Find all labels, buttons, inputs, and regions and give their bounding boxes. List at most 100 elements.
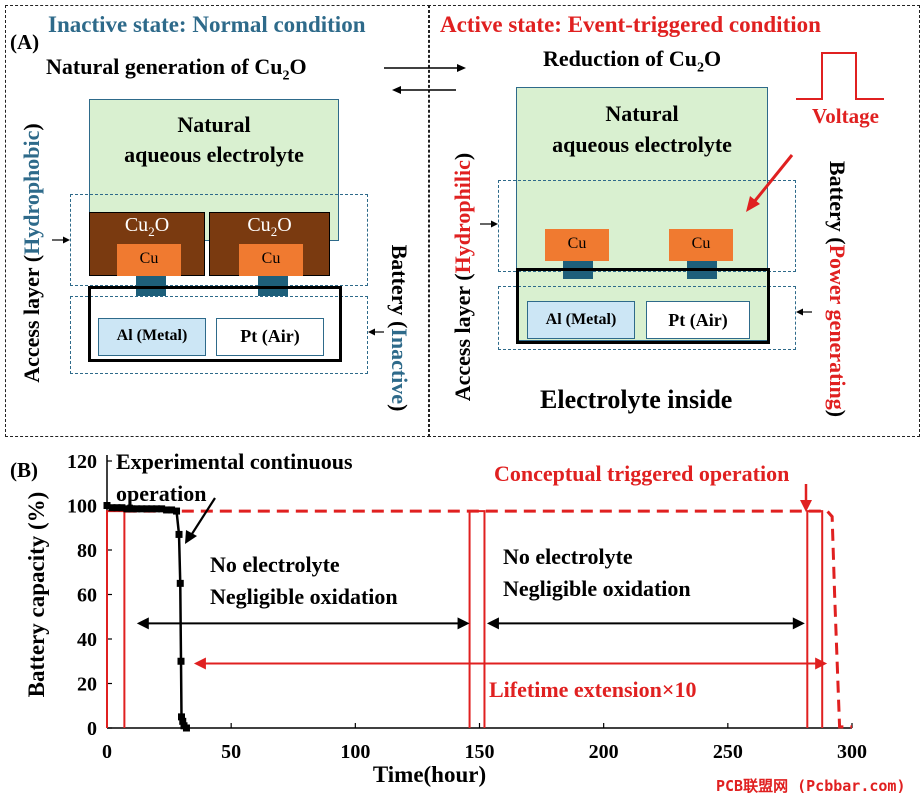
active-anode xyxy=(527,301,635,339)
series-experimental-point xyxy=(168,506,176,514)
annotation-conceptual: Conceptual triggered operation xyxy=(494,461,790,486)
annotation-no-electrolyte-2: No electrolyte xyxy=(503,544,633,569)
voltage-label: Voltage xyxy=(812,104,879,128)
cu2o-label-right: Cu2O xyxy=(247,214,292,239)
annotation-oxidation-2: Negligible oxidation xyxy=(503,576,691,601)
inactive-anode-label: Al (Metal) xyxy=(116,327,188,344)
no-electrolyte-span-1-head-left xyxy=(136,617,149,630)
series-experimental-point xyxy=(158,505,166,513)
x-tick-label: 250 xyxy=(713,741,743,763)
active-electrolyte xyxy=(516,87,768,341)
inactive-battery-body xyxy=(88,286,342,362)
experimental-callout-line xyxy=(189,497,216,538)
active-battery-frame xyxy=(498,286,796,350)
annotation-lifetime: Lifetime extension×10 xyxy=(489,677,697,702)
y-tick-label: 20 xyxy=(77,674,97,696)
series-experimental-point xyxy=(176,579,184,587)
series-experimental-point xyxy=(118,504,126,512)
series-experimental-point xyxy=(182,724,190,732)
x-tick-label: 150 xyxy=(465,741,495,763)
inactive-cathode-label: Pt (Air) xyxy=(240,326,300,346)
x-tick-label: 100 xyxy=(340,741,370,763)
active-arrows xyxy=(480,154,812,316)
series-experimental-point xyxy=(178,713,185,721)
series-experimental-point xyxy=(133,505,141,513)
inactive-cathode xyxy=(216,318,324,356)
series-conceptual-line xyxy=(106,504,852,729)
trigger-pulse xyxy=(806,510,824,728)
inactive-access-layer-frame xyxy=(70,194,368,286)
active-cathode-label: Pt (Air) xyxy=(668,310,728,330)
series-experimental-point xyxy=(173,507,181,515)
x-tick-label: 300 xyxy=(837,741,867,763)
active-bottom-label: Electrolyte inside xyxy=(540,385,733,414)
y-tick-label: 0 xyxy=(87,718,97,740)
lifetime-span-head-right xyxy=(815,657,828,670)
watermark: PCB联盟网 (Pcbbar.com) xyxy=(716,777,906,795)
inactive-title: Inactive state: Normal condition xyxy=(48,12,366,37)
cu-electrode-right xyxy=(239,244,303,276)
trigger-pulse xyxy=(468,510,486,728)
no-electrolyte-span-1-head-right xyxy=(457,617,470,630)
annotation-experimental-2: operation xyxy=(116,481,207,506)
x-tick-label: 200 xyxy=(589,741,619,763)
y-tick-label: 120 xyxy=(67,451,97,473)
y-tick-label: 60 xyxy=(77,585,97,607)
series-experimental-point xyxy=(153,505,161,513)
cu2o-label-left: Cu2O xyxy=(124,214,170,239)
x-axis-label: Time(hour) xyxy=(373,762,486,787)
series-experimental-point xyxy=(179,717,187,725)
series-experimental-line xyxy=(106,504,188,729)
series-experimental-point xyxy=(123,505,131,513)
series-experimental-point xyxy=(143,505,151,513)
active-electrolyte-label-1: Natural xyxy=(605,101,679,126)
active-access-layer-label: Access layer (Hydrophilic) xyxy=(450,152,475,402)
active-subtitle: Reduction of Cu2O xyxy=(543,46,722,76)
active-cathode xyxy=(646,301,750,339)
active-electrolyte-label-2: aqueous electrolyte xyxy=(552,132,732,157)
annotation-no-electrolyte-1: No electrolyte xyxy=(210,552,340,577)
panel-b-label: (B) xyxy=(10,458,38,482)
experimental-callout-head xyxy=(185,530,197,544)
active-cu-label-left: Cu xyxy=(567,235,587,252)
conceptual-callout-head xyxy=(800,500,812,512)
y-tick-label: 100 xyxy=(67,496,97,518)
active-battery-body xyxy=(516,268,770,344)
inactive-small-arrows xyxy=(52,236,384,336)
no-electrolyte-span-2-head-left xyxy=(486,617,499,630)
series-experimental-point xyxy=(177,657,185,665)
series-experimental-point xyxy=(108,504,116,512)
state-exchange-arrows xyxy=(384,64,466,94)
y-tick-label: 80 xyxy=(77,540,97,562)
cu-electrode-left xyxy=(117,244,181,276)
inactive-panel xyxy=(5,5,430,437)
y-tick-label: 40 xyxy=(77,629,97,651)
x-tick-label: 50 xyxy=(221,741,241,763)
inactive-anode xyxy=(98,318,206,356)
series-experimental-point xyxy=(163,506,171,514)
series-experimental-point xyxy=(128,505,136,513)
y-axis-label: Battery capacity (%) xyxy=(24,492,49,698)
inactive-battery-label: Battery (Inactive) xyxy=(387,244,412,412)
inactive-subtitle: Natural generation of Cu2O xyxy=(46,54,307,84)
inactive-electrolyte-label-1: Natural xyxy=(177,112,251,137)
battery-capacity-chart: 0 20 40 60 80 100 120 0 50 100 150 200 250 300Time(ho… xyxy=(24,451,867,787)
active-access-layer-frame xyxy=(498,180,796,272)
x-tick-label: 0 xyxy=(102,741,112,763)
active-cu-electrode-left xyxy=(545,229,609,261)
series-experimental-point xyxy=(138,505,146,513)
no-electrolyte-span-2-head-right xyxy=(792,617,805,630)
active-anode-label: Al (Metal) xyxy=(545,311,617,328)
inactive-access-layer-label: Access layer (Hydrophobic) xyxy=(19,123,44,383)
active-cu-electrode-right xyxy=(669,229,733,261)
annotation-oxidation-1: Negligible oxidation xyxy=(210,584,398,609)
voltage-pulse-icon xyxy=(796,52,884,100)
active-cu-label-right: Cu xyxy=(691,235,711,252)
lifetime-span-head-left xyxy=(193,657,206,670)
annotation-experimental-1: Experimental continuous xyxy=(116,449,353,474)
cu-label-right: Cu xyxy=(261,250,281,267)
active-battery-label: Battery (Power generating) xyxy=(825,160,850,418)
series-experimental-point xyxy=(175,530,183,538)
panel-a-label: (A) xyxy=(10,30,40,54)
trigger-pulse xyxy=(106,510,126,728)
